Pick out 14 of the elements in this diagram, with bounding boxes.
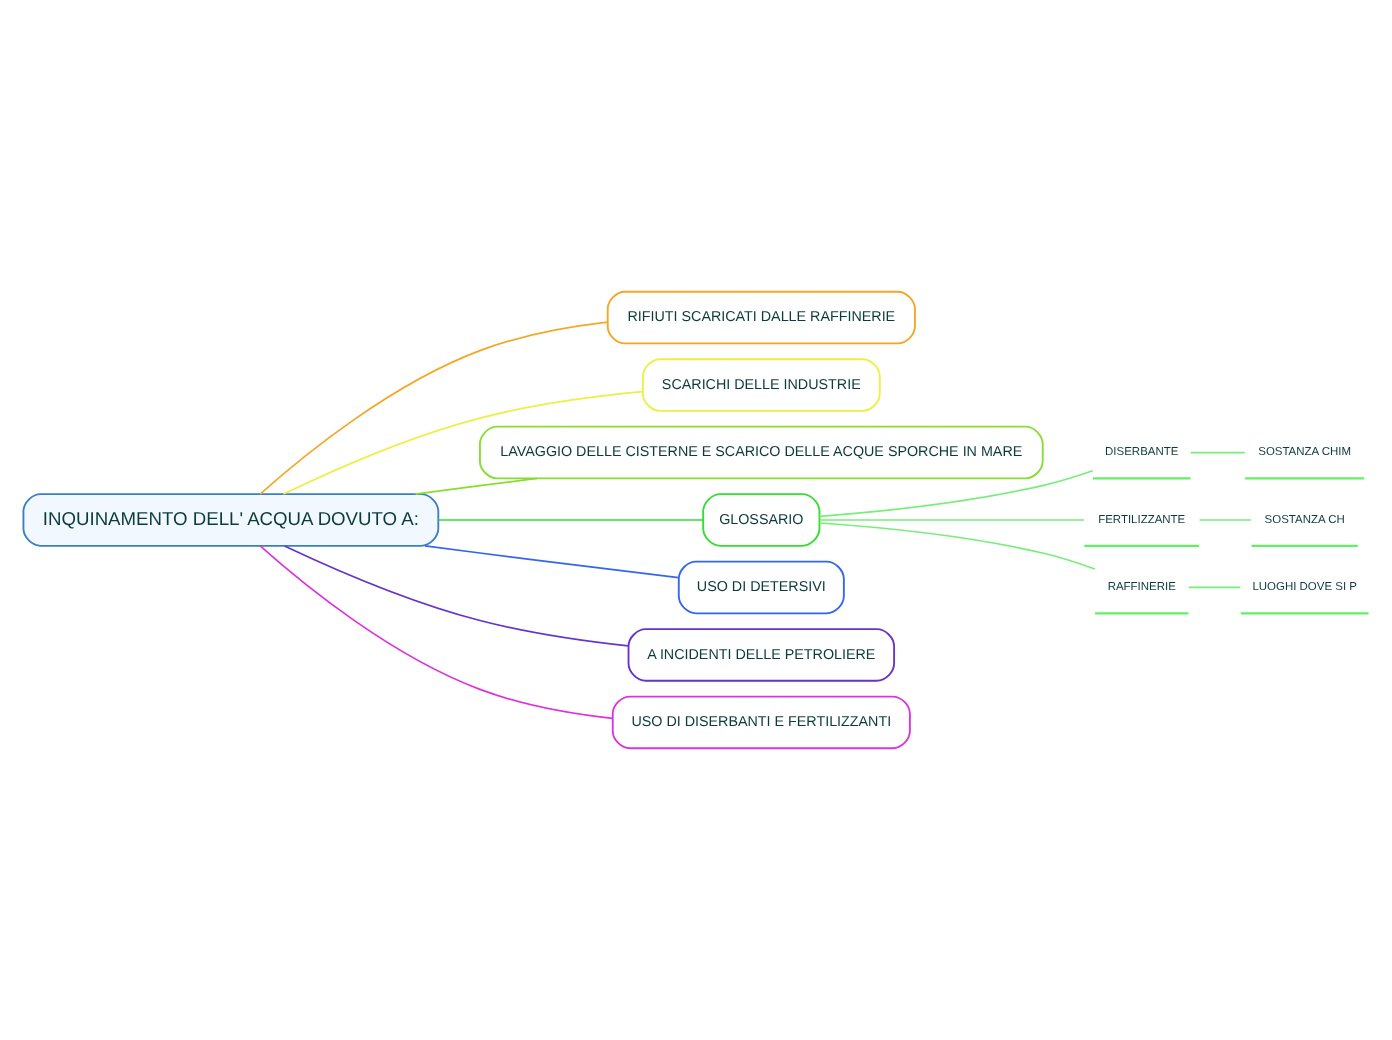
- node-box: INQUINAMENTO DELL' ACQUA DOVUTO A:: [22, 493, 440, 547]
- connector: [818, 519, 1085, 521]
- connector: [437, 519, 704, 521]
- connector: [1189, 451, 1246, 454]
- connector: [424, 545, 680, 579]
- connector: [283, 545, 630, 647]
- connector: [1198, 519, 1252, 521]
- connector: [818, 522, 1096, 570]
- connector: [282, 390, 644, 495]
- connector: [1187, 586, 1242, 589]
- connector: [259, 321, 609, 495]
- connector: [818, 469, 1094, 518]
- connector: [414, 477, 538, 495]
- connector: [259, 545, 614, 720]
